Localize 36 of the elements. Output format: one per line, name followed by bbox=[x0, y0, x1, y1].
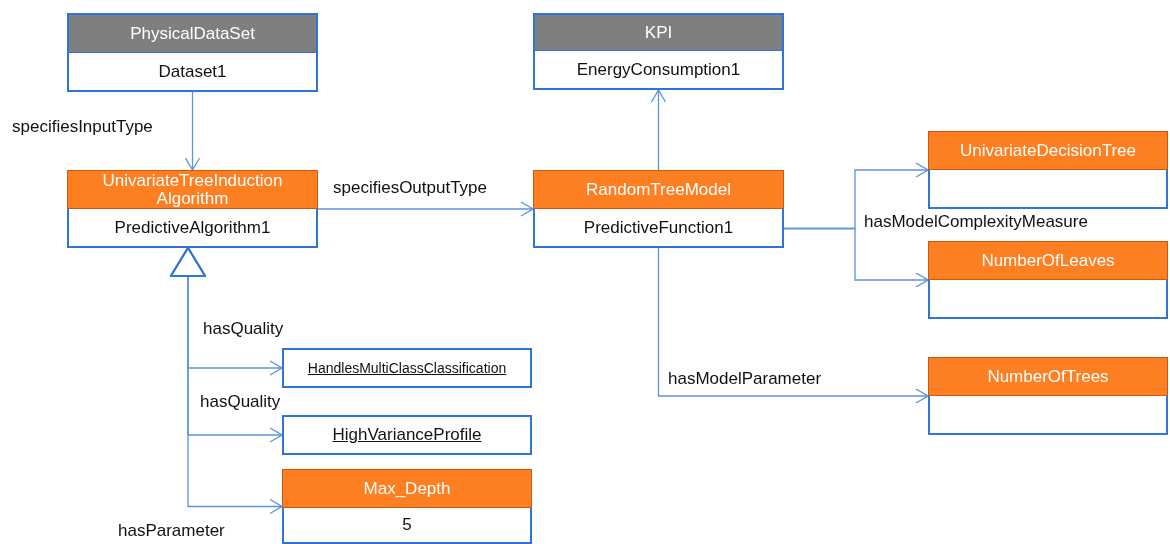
arrow bbox=[650, 89, 667, 171]
class-box bbox=[533, 170, 784, 248]
arrow bbox=[783, 227, 929, 288]
class-header: NumberOfLeaves bbox=[928, 241, 1168, 280]
class-box bbox=[928, 131, 1168, 209]
instance-name: Dataset1 bbox=[158, 61, 227, 82]
class-header: NumberOfTrees bbox=[928, 357, 1168, 396]
quality-box bbox=[282, 415, 532, 455]
edge-label: hasModelComplexityMeasure bbox=[862, 212, 1090, 232]
quality-name: HandlesMultiClassClassification bbox=[307, 360, 507, 376]
class-header: UnivariateTreeInduction Algorithm bbox=[67, 170, 318, 209]
quality-box bbox=[282, 348, 532, 388]
class-header: KPI bbox=[533, 13, 784, 51]
instance-name: PredictiveFunction1 bbox=[583, 217, 734, 238]
class-box bbox=[928, 357, 1168, 435]
class-header: RandomTreeModel bbox=[533, 170, 784, 209]
class-box bbox=[928, 241, 1168, 319]
class-box bbox=[533, 13, 784, 90]
arrow bbox=[184, 91, 201, 171]
edge-label: specifiesOutputType bbox=[331, 178, 490, 198]
instance-name: 5 bbox=[402, 515, 412, 535]
edge-label: hasQuality bbox=[201, 319, 286, 339]
class-header: UnivariateDecisionTree bbox=[928, 131, 1168, 170]
class-header: Max_Depth bbox=[282, 469, 532, 508]
instance-name: PredictiveAlgorithm1 bbox=[114, 217, 271, 238]
quality-name: HighVarianceProfile bbox=[332, 425, 482, 445]
arrow bbox=[317, 201, 534, 217]
class-box bbox=[67, 170, 318, 248]
class-box bbox=[67, 13, 318, 92]
edge-label: hasQuality bbox=[198, 392, 283, 412]
class-header: PhysicalDataSet bbox=[67, 13, 318, 53]
edge-label: specifiesInputType bbox=[10, 117, 155, 137]
generalization-arrow bbox=[170, 247, 283, 515]
arrow bbox=[657, 247, 929, 404]
class-box bbox=[282, 469, 532, 544]
instance-name: EnergyConsumption1 bbox=[576, 59, 741, 80]
